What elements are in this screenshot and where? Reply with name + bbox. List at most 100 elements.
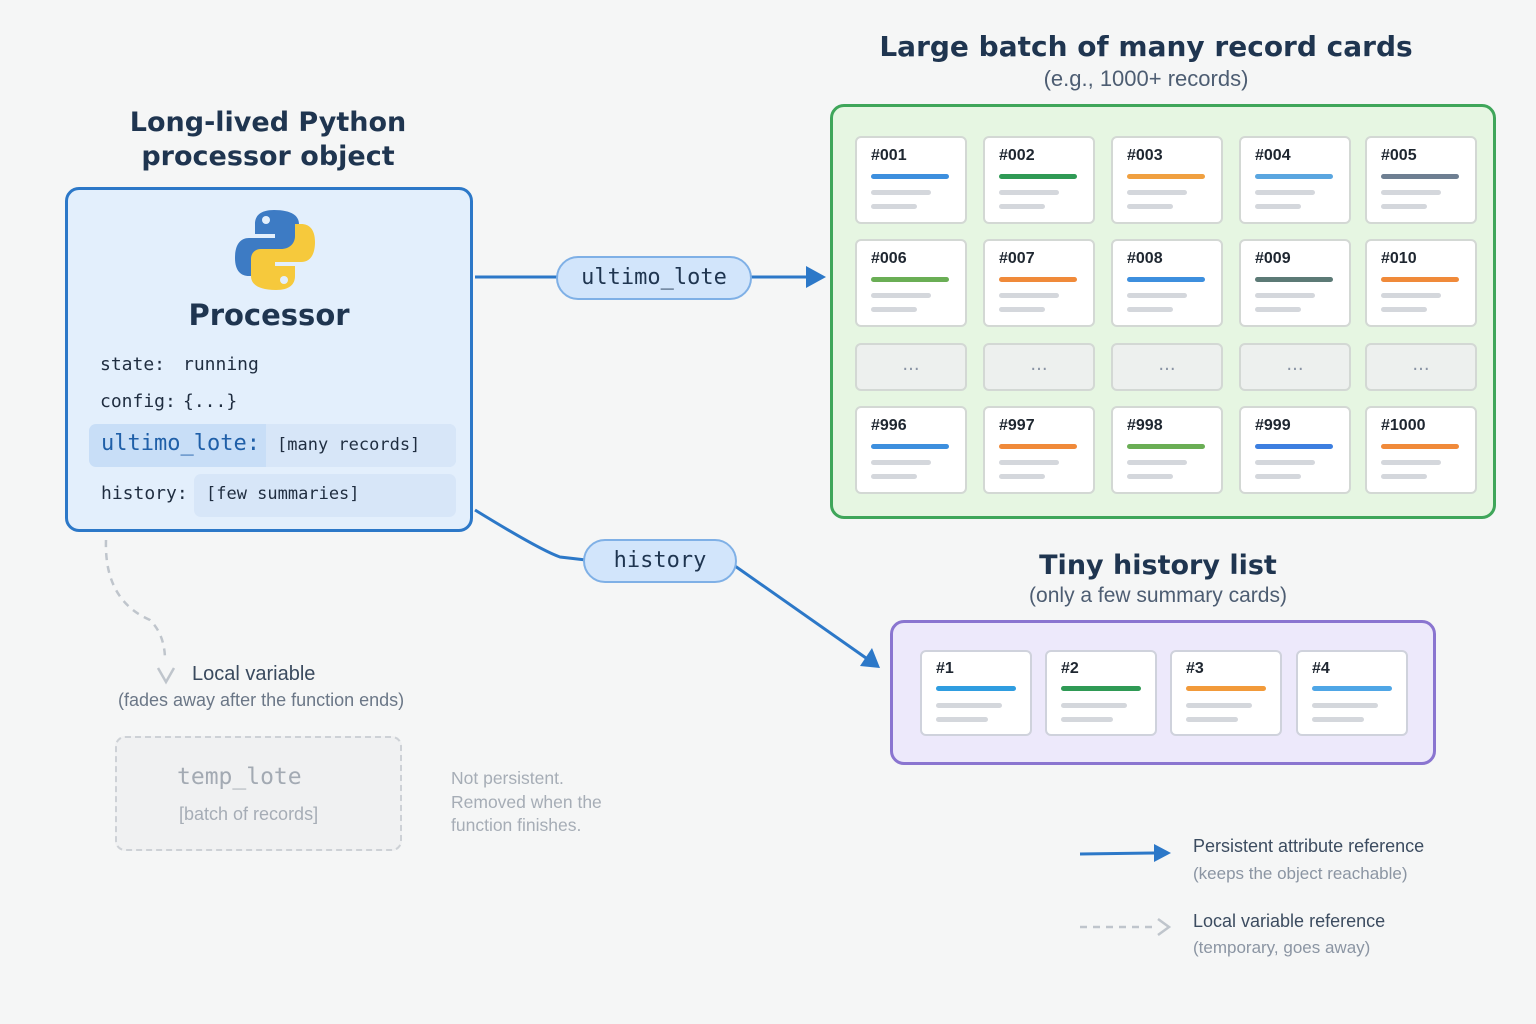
record-card-label: #009	[1255, 250, 1291, 267]
record-card-text-line	[1127, 474, 1173, 479]
record-card-label: #996	[871, 417, 907, 434]
history-card-accent-bar	[1312, 686, 1392, 691]
ultimo-lote-value: [many records]	[277, 435, 421, 455]
history-value: [few summaries]	[206, 484, 360, 504]
record-card-label: #008	[1127, 250, 1163, 267]
record-card-text-line	[999, 293, 1059, 298]
record-ellipsis-card: ...	[1365, 343, 1477, 391]
record-ellipsis-card: ...	[1239, 343, 1351, 391]
note-line3: function finishes.	[451, 815, 582, 835]
processor-object-box: Processor state: running config: {...} u…	[65, 187, 473, 532]
record-card-text-line	[1255, 293, 1315, 298]
history-card-text-line	[1312, 717, 1364, 722]
ultimo-lote-value-bg	[266, 424, 456, 467]
record-card-text-line	[999, 190, 1059, 195]
record-card-text-line	[999, 307, 1045, 312]
history-arrowhead	[860, 648, 880, 668]
history-card-text-line	[1061, 703, 1127, 708]
record-card-accent-bar	[1127, 277, 1205, 282]
legend-dashed-arrowhead	[1157, 917, 1172, 937]
record-card-label: #005	[1381, 147, 1417, 164]
record-card-text-line	[1127, 460, 1187, 465]
history-card-text-line	[936, 703, 1002, 708]
processor-title-line1: Long-lived Python	[129, 107, 407, 138]
temp-lote-name: temp_lote	[177, 764, 302, 790]
ultimo-lote-key: ultimo_lote:	[101, 431, 260, 456]
history-card-text-line	[1186, 717, 1238, 722]
record-card-label: #004	[1255, 147, 1291, 164]
record-card-text-line	[1127, 293, 1187, 298]
record-card-text-line	[1381, 460, 1441, 465]
record-card: #996	[855, 406, 967, 494]
history-key: history:	[101, 483, 188, 504]
history-reference-line	[474, 508, 587, 562]
record-card-text-line	[1127, 307, 1173, 312]
record-card: #997	[983, 406, 1095, 494]
record-card-text-line	[1381, 190, 1441, 195]
legend-local-sub: (temporary, goes away)	[1193, 938, 1371, 957]
record-card: #999	[1239, 406, 1351, 494]
legend-local-label: Local variable reference	[1193, 911, 1386, 931]
processor-title: Long-lived Python processor object	[100, 106, 436, 174]
history-summary-card: #2	[1045, 650, 1157, 736]
record-ellipsis-card: ...	[855, 343, 967, 391]
legend-persistent-sub: (keeps the object reachable)	[1193, 864, 1408, 883]
record-card-accent-bar	[999, 277, 1077, 282]
history-card-accent-bar	[936, 686, 1016, 691]
record-card: #004	[1239, 136, 1351, 224]
record-card-label: #002	[999, 147, 1035, 164]
record-card-accent-bar	[1255, 174, 1333, 179]
record-card-accent-bar	[1381, 174, 1459, 179]
history-subtitle: (only a few summary cards)	[1029, 584, 1287, 607]
state-value: running	[183, 354, 259, 375]
record-card-accent-bar	[999, 444, 1077, 449]
python-logo-icon	[235, 210, 315, 290]
record-card: #006	[855, 239, 967, 327]
record-card-label: #997	[999, 417, 1035, 434]
state-key: state:	[100, 354, 166, 375]
local-variable-reference-line	[104, 539, 167, 661]
history-field-value-bg	[194, 474, 456, 517]
record-card-text-line	[1127, 190, 1187, 195]
history-connector-label: history	[583, 539, 737, 583]
record-card-accent-bar	[1127, 174, 1205, 179]
record-card-text-line	[1381, 307, 1427, 312]
record-card-text-line	[871, 307, 917, 312]
history-summary-card: #4	[1296, 650, 1408, 736]
record-card-label: #999	[1255, 417, 1291, 434]
record-card-label: #010	[1381, 250, 1417, 267]
record-card: #1000	[1365, 406, 1477, 494]
history-reference-arrow	[734, 564, 867, 660]
record-card-text-line	[1381, 204, 1427, 209]
record-card-accent-bar	[1255, 277, 1333, 282]
record-card-text-line	[871, 204, 917, 209]
record-card-label: #1000	[1381, 417, 1426, 434]
record-card-accent-bar	[999, 174, 1077, 179]
record-card-accent-bar	[1255, 444, 1333, 449]
record-card-text-line	[1255, 204, 1301, 209]
record-card-text-line	[871, 460, 931, 465]
record-card-text-line	[1255, 460, 1315, 465]
ultimo-lote-arrowhead	[806, 266, 826, 288]
history-card-label: #1	[936, 660, 954, 677]
record-card: #009	[1239, 239, 1351, 327]
history-card-label: #3	[1186, 660, 1204, 677]
history-card-label: #4	[1312, 660, 1330, 677]
legend-solid-arrow-line	[1079, 851, 1155, 856]
record-card-text-line	[1255, 190, 1315, 195]
local-variable-subtitle: (fades away after the function ends)	[118, 690, 405, 710]
temp-lote-box: temp_lote [batch of records]	[115, 736, 402, 851]
config-key: config:	[100, 391, 176, 412]
record-card-accent-bar	[871, 444, 949, 449]
record-card-label: #001	[871, 147, 907, 164]
record-card-text-line	[1255, 474, 1301, 479]
record-card-text-line	[871, 293, 931, 298]
temp-lote-value: [batch of records]	[179, 804, 319, 824]
history-card-text-line	[1312, 703, 1378, 708]
record-card-label: #998	[1127, 417, 1163, 434]
record-card: #005	[1365, 136, 1477, 224]
history-card-accent-bar	[1061, 686, 1141, 691]
record-batch-box: #001#002#003#004#005#006#007#008#009#010…	[830, 104, 1496, 519]
note-line2: Removed when the	[451, 791, 602, 812]
